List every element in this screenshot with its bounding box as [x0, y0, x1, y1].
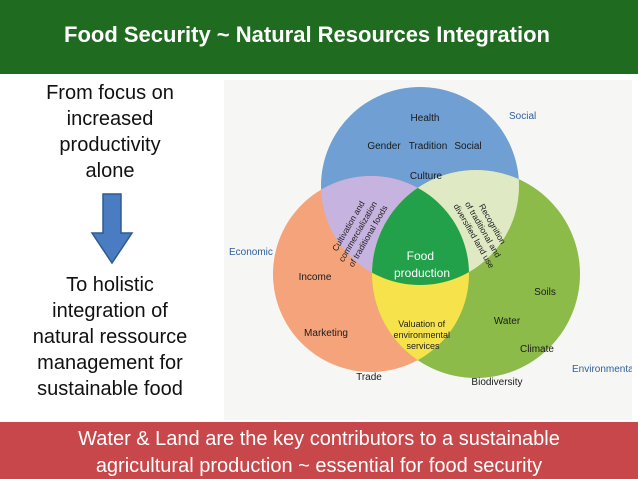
overlap-economic-environmental-label: Valuation of environmental services	[393, 319, 452, 351]
center-line: Food	[407, 249, 434, 263]
social-item: Social	[454, 141, 481, 152]
marketing-item: Marketing	[304, 328, 348, 339]
overlap-ev-line: environmental	[393, 330, 450, 340]
economic-label: Economic	[229, 247, 273, 258]
venn-diagram: Social Economic Environmental Health Gen…	[224, 80, 632, 420]
income-item: Income	[299, 272, 332, 283]
center-overlap	[372, 176, 469, 285]
tradition-item: Tradition	[409, 141, 448, 152]
from-line: From focus on	[46, 82, 174, 104]
left-panel: From focus on increased productivity alo…	[0, 74, 222, 422]
health-item: Health	[411, 113, 440, 124]
to-line: To holistic	[66, 274, 154, 296]
climate-item: Climate	[520, 344, 554, 355]
down-arrow-icon	[90, 193, 134, 265]
culture-item: Culture	[410, 171, 443, 182]
trade-item: Trade	[356, 372, 382, 383]
footer-line-1: Water & Land are the key contributors to…	[78, 428, 560, 450]
from-statement: From focus on increased productivity alo…	[10, 80, 210, 184]
title-bar: Food Security ~ Natural Resources Integr…	[0, 0, 638, 74]
to-line: integration of	[52, 300, 168, 322]
slide-title: Food Security ~ Natural Resources Integr…	[64, 22, 550, 47]
from-line: alone	[85, 160, 135, 182]
gender-item: Gender	[367, 141, 401, 152]
to-line: natural ressource	[32, 326, 188, 348]
to-line: management for	[37, 352, 183, 374]
social-label: Social	[509, 111, 536, 122]
overlap-ev-line: services	[406, 341, 440, 351]
from-line: increased	[66, 108, 154, 130]
footer-line-2: agricultural production ~ essential for …	[95, 455, 543, 477]
to-line: sustainable food	[37, 378, 183, 400]
footer-banner: Water & Land are the key contributors to…	[0, 422, 638, 479]
to-statement: To holistic integration of natural resso…	[10, 272, 210, 402]
from-line: productivity	[59, 134, 161, 156]
center-label: Food production	[394, 249, 450, 280]
biodiversity-item: Biodiversity	[471, 377, 522, 388]
soils-item: Soils	[534, 287, 556, 298]
environmental-label: Environmental	[572, 364, 632, 375]
water-item: Water	[494, 316, 521, 327]
center-line: production	[394, 266, 450, 280]
overlap-ev-line: Valuation of	[398, 319, 445, 329]
